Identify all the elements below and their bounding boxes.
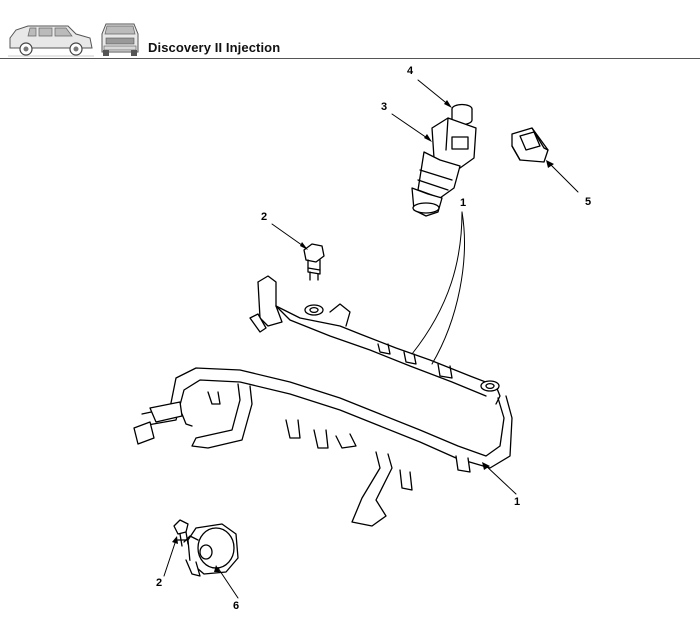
land-rover-discovery-front-icon [101, 23, 139, 56]
page-title: Discovery II Injection [148, 40, 281, 55]
leader-lines [163, 79, 579, 599]
callout-1-pipe: 1 [514, 496, 521, 508]
header: Discovery II Injection [0, 0, 700, 60]
land-rover-discovery-side-icon [8, 25, 94, 57]
part-1-fuel-pipe-loop [133, 367, 513, 527]
part-3-fuel-injector [411, 117, 477, 217]
callout-3: 3 [381, 101, 388, 113]
part-6-pressure-regulator [183, 523, 239, 577]
callout-1-rail: 1 [460, 197, 467, 209]
part-2-regulator-screw [173, 519, 189, 547]
part-1-fuel-rail [249, 275, 501, 405]
header-divider [0, 58, 700, 59]
callout-5: 5 [585, 196, 592, 208]
part-2-bolt-upper [303, 243, 325, 281]
callout-2-bolt: 2 [261, 211, 268, 223]
callout-4: 4 [407, 65, 414, 77]
callout-6: 6 [233, 600, 240, 612]
callout-2-screw: 2 [156, 577, 163, 589]
leader-arrowheads [172, 100, 554, 572]
part-5-injector-clip [511, 127, 549, 163]
